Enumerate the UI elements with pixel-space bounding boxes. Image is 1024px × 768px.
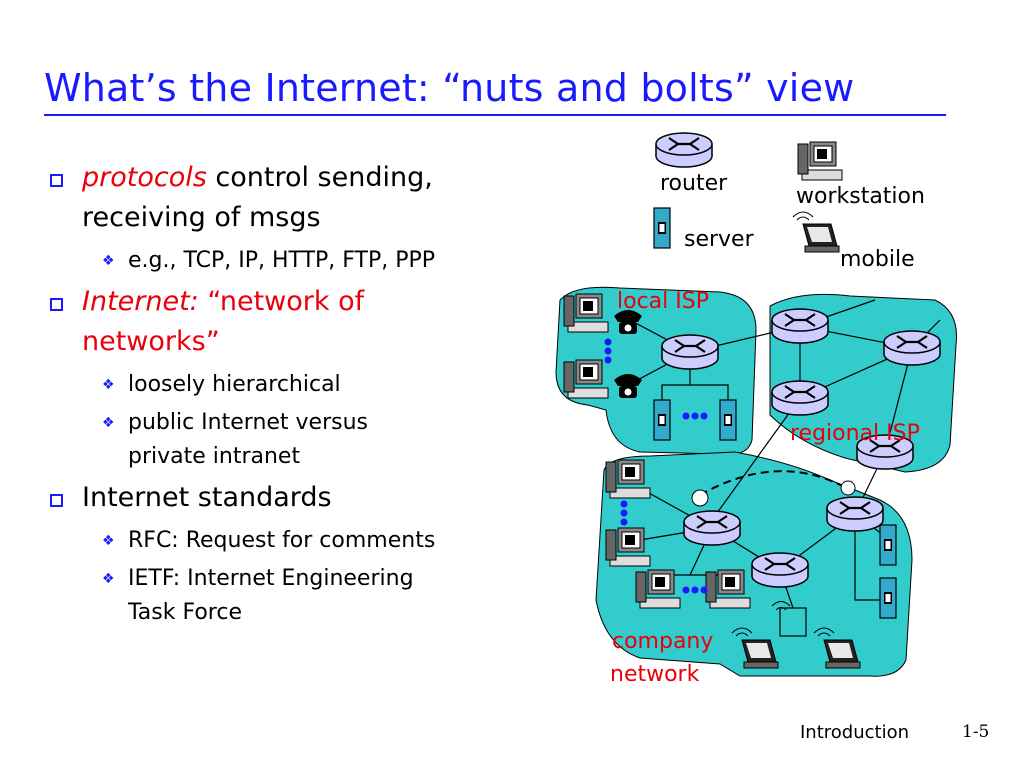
sub-bullet-hierarchical: ❖ loosely hierarchical bbox=[40, 368, 530, 402]
bullet-internet: Internet: “network of networks” bbox=[40, 282, 530, 362]
diamond-bullet-icon: ❖ bbox=[102, 377, 115, 393]
footer-page-number: 1-5 bbox=[962, 722, 990, 742]
protocols-term: protocols bbox=[82, 162, 207, 193]
sub-bullet-text: RFC: Request for comments bbox=[128, 528, 436, 553]
bullet-text: receiving of msgs bbox=[82, 202, 321, 233]
legend-workstation-label: workstation bbox=[796, 184, 925, 209]
square-bullet-icon bbox=[50, 494, 63, 507]
bullet-text: control sending, bbox=[206, 162, 433, 193]
router-icon bbox=[882, 329, 942, 367]
slide-title: What’s the Internet: “nuts and bolts” vi… bbox=[44, 66, 855, 110]
workstation-icon bbox=[563, 359, 609, 399]
sub-bullet-protocols-examples: ❖ e.g., TCP, IP, HTTP, FTP, PPP bbox=[40, 244, 530, 278]
router-icon bbox=[770, 307, 830, 345]
router-icon bbox=[682, 509, 742, 547]
router-icon bbox=[770, 379, 830, 417]
router-icon bbox=[825, 495, 885, 533]
sub-bullet-text: public Internet versus bbox=[128, 410, 369, 435]
sub-bullet-ietf: ❖ IETF: Internet Engineering Task Force bbox=[40, 562, 530, 630]
ellipsis-dots-icon bbox=[604, 338, 612, 364]
sub-bullet-rfc: ❖ RFC: Request for comments bbox=[40, 524, 530, 558]
bullet-standards: Internet standards bbox=[40, 478, 530, 518]
workstation-icon bbox=[605, 459, 651, 499]
workstation-icon bbox=[705, 569, 751, 609]
legend-router-label: router bbox=[660, 171, 728, 196]
square-bullet-icon bbox=[50, 174, 63, 187]
bullet-protocols: protocols control sending, receiving of … bbox=[40, 158, 530, 238]
workstation-icon bbox=[797, 141, 843, 181]
sub-bullet-public-private: ❖ public Internet versus private intrane… bbox=[40, 406, 530, 474]
local-isp-label: local ISP bbox=[617, 289, 709, 314]
diamond-bullet-icon: ❖ bbox=[102, 415, 115, 431]
router-icon bbox=[750, 551, 810, 589]
bullet-list: protocols control sending, receiving of … bbox=[40, 158, 530, 634]
square-bullet-icon bbox=[50, 298, 63, 311]
ellipsis-dots-icon bbox=[682, 586, 708, 594]
bullet-text: Internet standards bbox=[82, 482, 332, 513]
company-network-label-line2: network bbox=[610, 662, 700, 687]
legend-mobile-label: mobile bbox=[840, 247, 915, 272]
wireless-signal-icon bbox=[771, 601, 791, 611]
server-icon bbox=[879, 577, 897, 619]
sub-bullet-text: Task Force bbox=[128, 600, 242, 625]
server-icon bbox=[653, 399, 671, 441]
bullet-text: “network of bbox=[198, 286, 365, 317]
satellite-dish-icon bbox=[840, 480, 856, 496]
sub-bullet-text: e.g., TCP, IP, HTTP, FTP, PPP bbox=[128, 248, 436, 273]
diamond-bullet-icon: ❖ bbox=[102, 253, 115, 269]
regional-isp-label: regional ISP bbox=[790, 421, 920, 446]
legend-server-label: server bbox=[684, 227, 755, 252]
title-underline bbox=[44, 114, 946, 116]
workstation-icon bbox=[605, 527, 651, 567]
satellite-dish-icon bbox=[691, 489, 709, 507]
server-icon bbox=[719, 399, 737, 441]
company-network-label-line1: company bbox=[612, 629, 713, 654]
internet-term: Internet: bbox=[82, 286, 199, 317]
router-icon bbox=[654, 131, 714, 169]
mobile-icon bbox=[792, 211, 840, 253]
ellipsis-dots-icon bbox=[682, 412, 708, 420]
server-icon bbox=[879, 524, 897, 566]
sub-bullet-text: loosely hierarchical bbox=[128, 372, 341, 397]
diamond-bullet-icon: ❖ bbox=[102, 533, 115, 549]
server-icon bbox=[653, 207, 671, 249]
sub-bullet-text: private intranet bbox=[128, 444, 301, 469]
diamond-bullet-icon: ❖ bbox=[102, 571, 115, 587]
workstation-icon bbox=[635, 569, 681, 609]
footer-section: Introduction bbox=[800, 722, 910, 743]
bullet-text: networks” bbox=[82, 326, 220, 357]
workstation-icon bbox=[563, 293, 609, 333]
sub-bullet-text: IETF: Internet Engineering bbox=[128, 566, 414, 591]
router-icon bbox=[660, 333, 720, 371]
ellipsis-dots-icon bbox=[620, 500, 628, 526]
